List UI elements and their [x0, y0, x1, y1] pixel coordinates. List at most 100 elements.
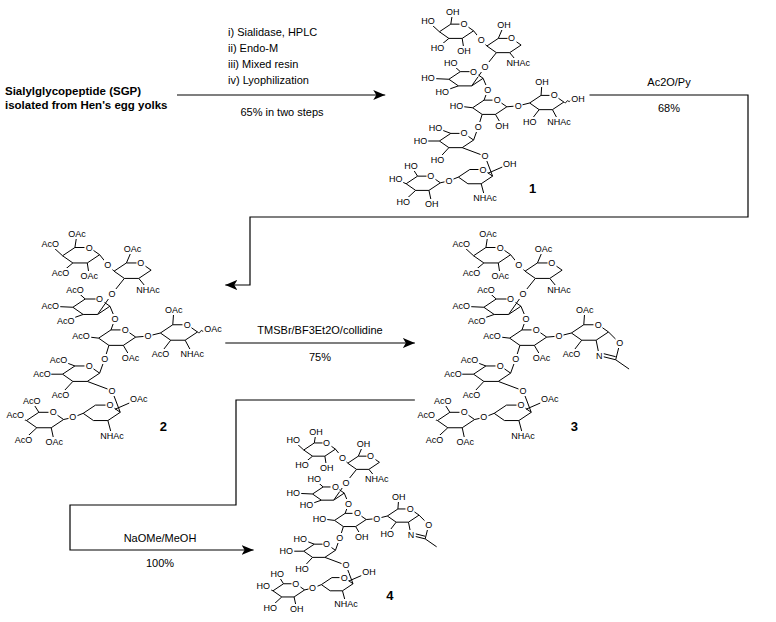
sugar-ring: [99, 330, 136, 345]
atom-label: O: [479, 165, 488, 175]
atom-label: O: [107, 289, 116, 299]
atom-label: O: [340, 573, 349, 583]
atom-label: HO: [256, 581, 272, 591]
atom-label: O: [506, 294, 515, 304]
reaction-arrow: [177, 94, 385, 95]
atom-label: O: [480, 151, 489, 161]
compound-structure: 1: [385, 6, 589, 210]
atom-label: OH: [534, 77, 550, 87]
atom-label: OH: [319, 463, 335, 473]
yield-text: 68%: [658, 102, 680, 115]
bond-line: [325, 557, 353, 583]
sugar-ring: [525, 263, 562, 278]
atom-label: O: [516, 400, 525, 410]
bond-line: [498, 381, 531, 412]
atom-label: HO: [263, 603, 279, 613]
compound-structure: 4: [254, 426, 443, 615]
atom-label: O: [105, 400, 114, 410]
atom-label: O: [100, 354, 109, 364]
sugar-ring: [474, 366, 511, 381]
sugar-ring: [83, 405, 120, 420]
atom-label: AcO: [14, 435, 34, 445]
atom-label: O: [107, 386, 116, 396]
atom-label: O: [85, 243, 94, 253]
atom-label: O: [444, 176, 453, 186]
sugar-ring: [114, 263, 151, 278]
atom-label: OAc: [491, 271, 511, 281]
compound-number: 4: [386, 588, 393, 603]
atom-label: HO: [522, 117, 538, 127]
atom-label: OH: [356, 439, 372, 449]
bond-line: [335, 527, 343, 551]
sugar-ring: [63, 366, 100, 381]
atom-label: O: [514, 101, 523, 111]
atom-label: HO: [278, 546, 294, 556]
atom-label: AcO: [562, 349, 582, 359]
atom-label: O: [496, 361, 505, 371]
atom-label: N: [407, 530, 416, 540]
atom-label: HO: [413, 136, 429, 146]
atom-label: O: [522, 314, 531, 324]
atom-label: AcO: [151, 349, 171, 359]
bond-line: [425, 539, 436, 547]
atom-label: O: [460, 19, 469, 29]
atom-label: OAc: [123, 244, 143, 254]
atom-label: AcO: [425, 435, 445, 445]
atom-label: NHAc: [510, 431, 536, 441]
atom-label: O: [532, 325, 541, 335]
atom-label: OH: [456, 46, 472, 56]
atom-label: NHAc: [180, 349, 206, 359]
atom-label: NHAc: [333, 599, 359, 609]
atom-label: HO: [430, 43, 446, 53]
atom-label: OH: [445, 7, 461, 17]
atom-label: O: [95, 294, 104, 304]
atom-label: O: [594, 320, 603, 330]
atom-label: AcO: [451, 301, 471, 311]
atom-label: O: [372, 514, 381, 524]
atom-label: O: [507, 33, 516, 43]
atom-label: O: [493, 95, 502, 105]
atom-label: N: [595, 351, 604, 361]
atom-label: AcO: [40, 301, 60, 311]
atom-label: HO: [299, 500, 315, 510]
atom-label: O: [183, 320, 192, 330]
atom-label: O: [331, 482, 340, 492]
reagent-text: NaOMe/MeOH: [122, 532, 199, 545]
atom-label: AcO: [467, 316, 487, 326]
atom-label: HO: [396, 197, 412, 207]
structure-drawing: [263, 432, 436, 610]
atom-label: OH: [496, 20, 512, 30]
atom-label: HO: [420, 16, 436, 26]
atom-label: O: [366, 451, 375, 461]
bond-line: [511, 255, 525, 271]
atom-label: O: [338, 453, 347, 463]
atom-label: O: [479, 412, 488, 422]
atom-label: HO: [294, 460, 310, 470]
atom-label: OAc: [67, 229, 87, 239]
atom-label: O: [615, 338, 624, 348]
atom-label: HO: [428, 123, 444, 133]
reaction-arrow: [70, 400, 415, 550]
atom-label: NHAc: [472, 193, 498, 203]
atom-label: OH: [289, 604, 305, 614]
atom-label: HO: [430, 155, 446, 165]
atom-label: O: [85, 361, 94, 371]
atom-label: OH: [570, 94, 586, 104]
atom-label: O: [547, 258, 556, 268]
atom-label: O: [477, 35, 486, 45]
bond-line: [335, 449, 347, 463]
atom-label: OH: [502, 159, 518, 169]
atom-label: O: [308, 583, 317, 593]
compound-structure: 2: [4, 228, 225, 449]
atom-label: O: [341, 560, 350, 570]
atom-label: AcO: [51, 268, 71, 278]
atom-label: AcO: [22, 396, 42, 406]
atom-label: NHAc: [364, 474, 390, 484]
atom-label: AcO: [51, 390, 71, 400]
atom-label: NHAc: [99, 431, 125, 441]
atom-label: AcO: [433, 396, 453, 406]
atom-label: O: [111, 314, 120, 324]
atom-label: O: [496, 243, 505, 253]
atom-label: OAc: [534, 244, 554, 254]
